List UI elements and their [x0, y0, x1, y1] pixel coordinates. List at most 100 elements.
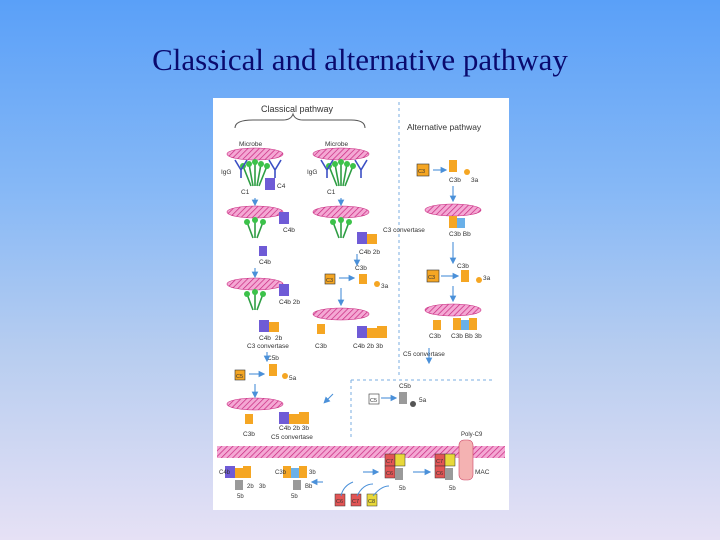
c3a-label-1: 3a [381, 283, 389, 290]
c5b-protein [445, 468, 453, 480]
mac-label: MAC [475, 469, 490, 476]
c5-label-1: C5 [236, 374, 243, 380]
c2b-protein [289, 414, 299, 424]
c1-label-1: C1 [241, 189, 250, 196]
c2b-protein [235, 468, 243, 478]
c7-label-1: C7 [386, 459, 393, 465]
c3b-protein [469, 318, 477, 330]
c1-complex [242, 162, 354, 187]
c1-heads [244, 217, 352, 225]
c4b-protein [357, 326, 367, 338]
c7-protein [350, 493, 362, 507]
c3-protein [416, 163, 430, 177]
igg-label-1: IgG [221, 169, 231, 176]
c4b-label-1: C4b [283, 227, 295, 234]
c3a-label-3: 3a [483, 275, 491, 282]
c3b-protein [245, 414, 253, 424]
c3b-protein [377, 326, 387, 338]
microbe-surface [226, 205, 284, 219]
classical-pathway-label: Classical pathway [261, 104, 334, 114]
c3b-protein [433, 320, 441, 330]
alternative-pathway-label: Alternative pathway [407, 122, 482, 132]
c1-heads [240, 159, 356, 169]
bb-protein [291, 468, 299, 478]
igg-antibody [234, 159, 368, 178]
c3b-label-1: C3b [355, 265, 367, 272]
c3b-label-7: C3b [275, 470, 287, 476]
microbe-surface [312, 205, 370, 219]
c5b-protein [399, 392, 407, 404]
insertion-arrows [340, 481, 390, 497]
c4b-protein [225, 466, 235, 478]
c1-label-2: C1 [327, 189, 336, 196]
microbe-surface [226, 277, 284, 291]
c2b-protein [367, 234, 377, 244]
c5b-protein [395, 468, 403, 480]
reaction-arrows [249, 166, 460, 486]
c4b-fragment [259, 246, 267, 256]
b5b-label-2: 5b [291, 494, 298, 500]
c5conv-label-2: C5 convertase [403, 351, 445, 358]
c4b-protein [357, 232, 367, 244]
c8-protein [366, 493, 378, 507]
c3b-label-5: C3b [457, 263, 469, 270]
c5conv-label-1: C5 convertase [271, 434, 313, 441]
c3b-label-2: C3b [315, 343, 327, 350]
classical-bracket [234, 112, 366, 129]
b3b-label-2: 3b [309, 470, 316, 476]
c3b-label-6: C3b [429, 333, 441, 340]
c6-label-1: C6 [386, 471, 393, 477]
c5-label-2: C5 [370, 398, 377, 404]
c7-label-2: C7 [436, 459, 443, 465]
c3b-protein [299, 466, 307, 478]
c3b-protein [317, 324, 325, 334]
c4-protein [265, 178, 275, 190]
microbe-surface [424, 203, 482, 217]
c3-label-2: C3 [418, 169, 425, 175]
c4b-label-3: C4b [259, 335, 271, 342]
c4b-label-4: C4b [219, 470, 231, 476]
c5a-label-2: 5a [419, 397, 427, 404]
c4-label: C4 [277, 183, 286, 190]
c4b-protein [259, 320, 269, 332]
bb-label: Bb [305, 484, 313, 490]
c5b-label-1: C5b [267, 355, 279, 362]
c4b-protein [279, 284, 289, 296]
c3a-fragment [476, 277, 482, 283]
c1-heads [244, 289, 266, 297]
c3b-protein [449, 160, 457, 172]
c3b-protein [449, 216, 457, 228]
b2b-label: 2b [247, 484, 254, 490]
microbe-surface [226, 397, 284, 411]
c3conv-label-2: C3 convertase [247, 343, 289, 350]
c7-label-3: C7 [352, 499, 359, 505]
c2b-protein [367, 328, 377, 338]
c3-protein [426, 269, 440, 283]
c3-label-1: C3 [326, 278, 333, 284]
igg-label-2: IgG [307, 169, 317, 176]
c3a-label-2: 3a [471, 177, 479, 184]
poly-c9-pore [458, 439, 474, 481]
c5b-protein [269, 364, 277, 376]
bb-protein [461, 320, 469, 330]
c3b-protein [243, 466, 251, 478]
complement-pathway-figure: Classical pathway Alternative pathway Mi… [213, 98, 509, 510]
c3b-protein [461, 270, 469, 282]
c8-label: C8 [368, 499, 375, 505]
c5a-fragment [282, 373, 288, 379]
c3b-protein [359, 274, 367, 284]
c6-label-2: C6 [436, 471, 443, 477]
b5b-label-4: 5b [449, 486, 456, 492]
c5b-protein [235, 480, 243, 490]
b5b-label-3: 5b [399, 486, 406, 492]
c3conv-label-1: C3 convertase [383, 227, 425, 234]
c2b-sub-label: 2b [275, 335, 283, 342]
microbe-surface [226, 147, 284, 161]
microbe-surface [312, 147, 370, 161]
c5a-fragment [410, 401, 416, 407]
c3a-fragment [464, 169, 470, 175]
c3a-fragment [374, 281, 380, 287]
c3bbb-label: C3b Bb [449, 231, 471, 238]
c3-protein [324, 273, 336, 285]
c6-protein [334, 493, 346, 507]
